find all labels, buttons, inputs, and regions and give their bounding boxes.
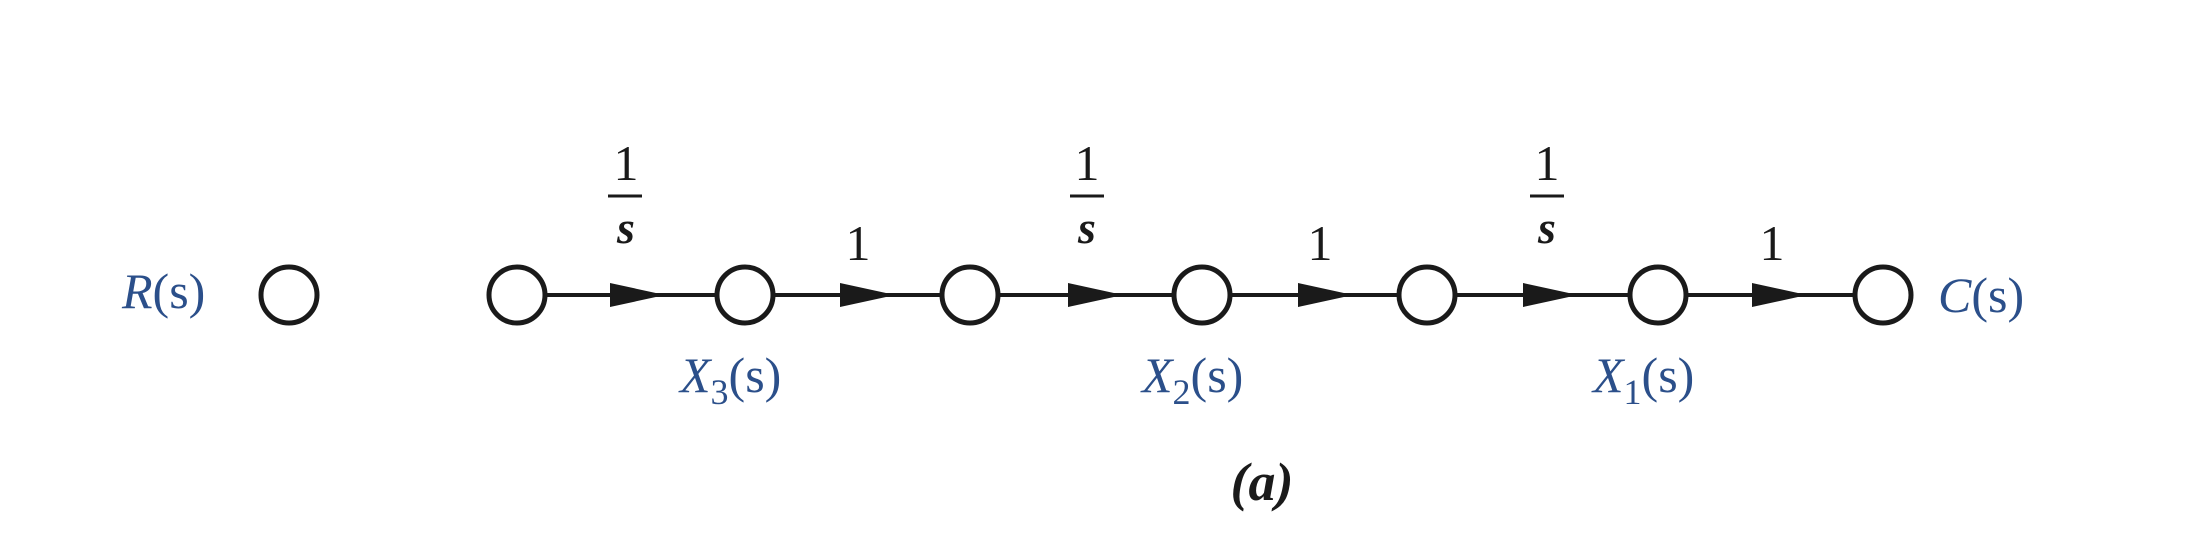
nodes xyxy=(486,264,1914,326)
arrowhead-6 xyxy=(1752,283,1807,307)
gain-4: 1 xyxy=(1308,215,1333,271)
gain-6-value: 1 xyxy=(1760,215,1785,271)
node-x1 xyxy=(1627,264,1689,326)
state-label-x1: X1(s) xyxy=(1591,347,1694,412)
output-node xyxy=(1852,264,1914,326)
gain-2: 1 xyxy=(846,215,871,271)
output-signal-label: C(s) xyxy=(1938,267,2024,323)
gain-1-denominator: s xyxy=(616,202,635,253)
input-signal-label: R(s) xyxy=(121,263,205,319)
node-1 xyxy=(486,264,548,326)
gain-4-value: 1 xyxy=(1308,215,1333,271)
arrowhead-4 xyxy=(1298,283,1353,307)
state-label-x3: X3(s) xyxy=(678,347,781,412)
arrowhead-1 xyxy=(610,283,665,307)
gain-3: 1 s xyxy=(1070,135,1104,253)
gain-1-numerator: 1 xyxy=(614,135,639,191)
gain-3-denominator: s xyxy=(1077,202,1096,253)
gain-2-value: 1 xyxy=(846,215,871,271)
gain-3-numerator: 1 xyxy=(1075,135,1100,191)
state-label-x2: X2(s) xyxy=(1140,347,1243,412)
figure-caption: (a) xyxy=(1231,452,1294,512)
node-3 xyxy=(939,264,1001,326)
gain-1: 1 s xyxy=(608,135,642,253)
node-5 xyxy=(1396,264,1458,326)
node-x2 xyxy=(1171,264,1233,326)
arrowhead-3 xyxy=(1068,283,1123,307)
gain-5-numerator: 1 xyxy=(1535,135,1560,191)
gain-5: 1 s xyxy=(1530,135,1564,253)
gain-5-denominator: s xyxy=(1537,202,1556,253)
node-x3 xyxy=(714,264,776,326)
arrowheads xyxy=(610,283,1807,307)
arrowhead-2 xyxy=(840,283,895,307)
arrowhead-5 xyxy=(1523,283,1578,307)
input-node xyxy=(258,264,320,326)
gain-6: 1 xyxy=(1760,215,1785,271)
